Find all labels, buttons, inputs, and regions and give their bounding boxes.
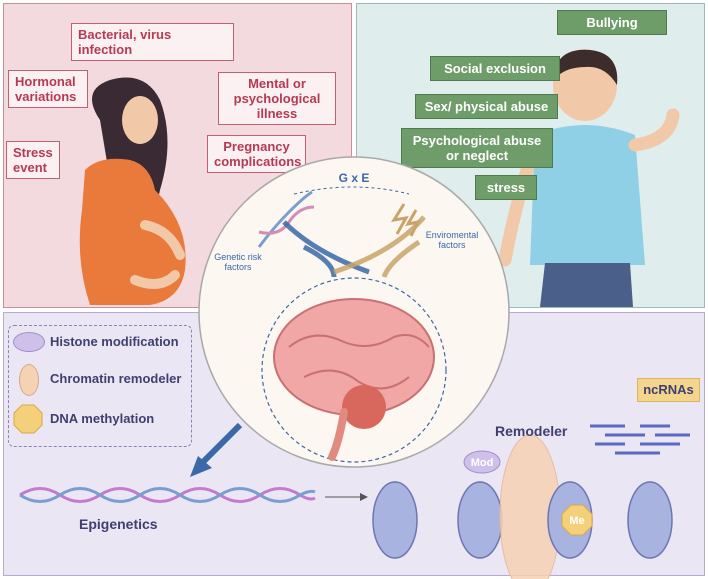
chromatin-remodeler-icon bbox=[19, 364, 39, 396]
me-marker bbox=[561, 504, 593, 536]
remodeler-label: Remodeler bbox=[495, 423, 568, 439]
mod-label: Mod bbox=[471, 457, 494, 469]
factor-social-exclusion: Social exclusion bbox=[430, 56, 560, 81]
histone-modification-icon bbox=[13, 332, 45, 352]
me-label: Me bbox=[569, 515, 584, 527]
nucleosome-4 bbox=[627, 481, 673, 559]
boy-illustration bbox=[498, 49, 680, 307]
mod-marker bbox=[463, 450, 501, 474]
factor-bullying: Bullying bbox=[557, 10, 667, 35]
factor-sex-physical-abuse: Sex/ physical abuse bbox=[415, 94, 558, 119]
factor-stress-event: Stress event bbox=[6, 141, 60, 179]
factor-stress: stress bbox=[475, 175, 537, 200]
ncrnas-badge: ncRNAs bbox=[637, 378, 700, 402]
epigenetics-label: Epigenetics bbox=[79, 516, 158, 532]
dna-methylation-icon bbox=[13, 404, 43, 434]
genetic-risk-label: Genetic risk factors bbox=[214, 252, 262, 272]
factor-infection: Bacterial, virus infection bbox=[71, 23, 234, 61]
gxe-circle: G x E bbox=[198, 156, 510, 468]
legend-histone: Histone modification bbox=[50, 334, 179, 349]
legend-dna-methylation: DNA methylation bbox=[50, 411, 155, 426]
epigenetics-diagram: Mod Me bbox=[19, 422, 690, 579]
environmental-label: Enviromental factors bbox=[425, 230, 479, 250]
pregnant-woman-illustration bbox=[79, 77, 186, 305]
factor-pregnancy-complications: Pregnancy complications bbox=[207, 135, 306, 173]
legend-chromatin: Chromatin remodeler bbox=[50, 371, 182, 386]
legend bbox=[8, 325, 192, 447]
factor-mental-illness: Mental or psychological illness bbox=[218, 72, 336, 125]
gxe-label: G x E bbox=[339, 171, 370, 185]
ncrna-lines bbox=[590, 424, 690, 455]
factor-hormonal: Hormonal variations bbox=[8, 70, 88, 108]
nucleosome-1 bbox=[372, 481, 418, 559]
nucleosome-2 bbox=[457, 481, 503, 559]
factor-psychological-abuse: Psychological abuse or neglect bbox=[401, 128, 553, 168]
